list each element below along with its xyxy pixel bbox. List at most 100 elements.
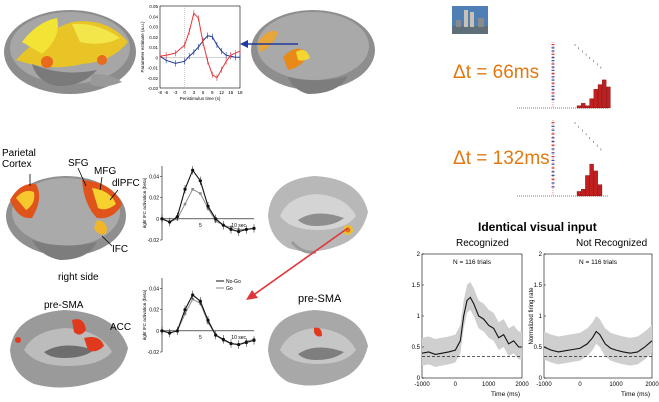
histogram-bar	[576, 191, 582, 197]
label-pointer-lines	[29, 167, 119, 247]
histogram-bar	[593, 89, 598, 109]
sem-band	[544, 316, 652, 366]
blue-series-line	[159, 35, 240, 64]
ytick-label: 0.02	[149, 308, 159, 314]
firing-title: Identical visual input	[478, 220, 597, 234]
xtick-label: 15	[228, 90, 234, 95]
legend-go-label: Go	[226, 286, 233, 292]
label-right-side: right side	[58, 272, 99, 283]
xtick-label: 2000	[645, 382, 659, 388]
raster-marker	[551, 144, 555, 146]
ytick-label: 1	[417, 314, 421, 320]
xtick-label: -1000	[536, 382, 552, 388]
ytick-label: 0.03	[149, 25, 158, 30]
ytick-label: 0.04	[149, 287, 159, 293]
raster-marker	[551, 56, 555, 59]
label-mfg: MFG	[94, 166, 117, 177]
xtick-label: 18	[237, 90, 243, 95]
top-timecourse-plot: 0.050.040.030.020.010-0.01-0.02-0.03-8-6…	[140, 4, 243, 101]
firing-line	[421, 296, 522, 356]
y-axis-label: Normalized firing rate	[529, 287, 535, 345]
go-marker	[191, 187, 194, 191]
label-pre-sma: pre-SMA	[44, 300, 84, 311]
ytick-label: 0.05	[149, 4, 158, 9]
ytick-label: 2	[539, 252, 543, 258]
ytick-label: -0.01	[148, 66, 159, 71]
raster-marker	[551, 122, 555, 124]
histogram-bar	[585, 175, 590, 197]
y-axis-label: Parameter estimate (a.u.)	[140, 21, 145, 73]
n-trials-label: N = 116 trials	[579, 259, 618, 266]
histogram-bar	[581, 189, 586, 197]
histogram-bar	[576, 105, 582, 109]
n-trials-label: N = 116 trials	[453, 259, 492, 266]
ytick-label: 0	[156, 217, 159, 223]
histogram-bar	[593, 170, 598, 197]
brain-lateral-top-left	[4, 10, 136, 94]
xtick-label: 3	[193, 90, 196, 95]
raster-marker	[551, 156, 555, 158]
xtick-label: 1000	[482, 382, 496, 388]
raster-marker	[551, 186, 555, 188]
raster-marker	[551, 60, 555, 62]
label-ifc: IFC	[112, 244, 129, 255]
xtick-label: 5	[199, 335, 202, 341]
histogram-bar	[606, 86, 611, 109]
xtick-label: 0	[454, 382, 458, 388]
xtick-label: -8	[158, 90, 162, 95]
histogram-bar	[602, 79, 607, 109]
sem-band	[422, 281, 522, 367]
ytick-label: 0.5	[412, 345, 421, 351]
xtick-label: -3	[173, 90, 177, 95]
raster-marker	[551, 163, 555, 165]
go-marker	[199, 192, 202, 195]
delta-t-132: Δt = 132ms	[453, 148, 550, 169]
x-axis-label: Time (ms)	[491, 391, 520, 398]
raster-marker	[551, 133, 555, 135]
ytick-label: 0.02	[149, 196, 159, 202]
raster-marker	[551, 174, 555, 177]
ytick-label: 0	[155, 55, 158, 60]
histogram-bar	[589, 98, 594, 109]
brain-sagittal-bottom-right	[268, 310, 368, 386]
ytick-label: 0.01	[149, 45, 158, 50]
raster-marker	[551, 73, 555, 75]
ytick-label: 1.5	[412, 283, 421, 289]
xtick-label: 1000	[609, 382, 623, 388]
ytick-label: -0.02	[148, 76, 159, 81]
raster-marker	[551, 44, 555, 46]
ytick-label: 1.5	[534, 283, 543, 289]
x-axis-label: Peristimulus time (s)	[180, 96, 221, 101]
raster-marker	[551, 82, 555, 84]
ytick-label: 1	[539, 314, 543, 320]
xtick-label: 9	[211, 90, 214, 95]
xtick-label: 10 sec	[231, 223, 246, 229]
raster-marker	[551, 152, 555, 154]
stimulus-photo	[452, 6, 488, 34]
raster-marker	[551, 66, 555, 68]
raster-marker	[551, 89, 555, 91]
label-acc: ACC	[110, 322, 132, 333]
raster-marker	[551, 85, 555, 88]
histogram-bar	[597, 84, 603, 109]
raster-panel-1	[517, 42, 611, 109]
brain-sagittal-mid-right	[268, 176, 368, 254]
legend-nogo-label: No-Go	[226, 279, 241, 285]
y-axis-label: right IFC activation (beta)	[142, 289, 147, 340]
raster-marker	[551, 79, 555, 81]
red-series-line	[159, 12, 241, 79]
ytick-label: 0	[539, 376, 543, 382]
xtick-label: -6	[164, 90, 168, 95]
xtick-label: 12	[219, 90, 225, 95]
raster-marker	[551, 182, 555, 184]
ytick-label: 0	[156, 329, 159, 335]
label-sfg: SFG	[68, 158, 89, 169]
xtick-label: 0	[578, 382, 582, 388]
xtick-label: 5	[199, 223, 202, 229]
histogram-bar	[589, 163, 594, 197]
raster-marker	[551, 148, 555, 150]
label-parietal-cortex: Parietal Cortex	[2, 148, 36, 170]
raster-marker	[551, 92, 555, 94]
